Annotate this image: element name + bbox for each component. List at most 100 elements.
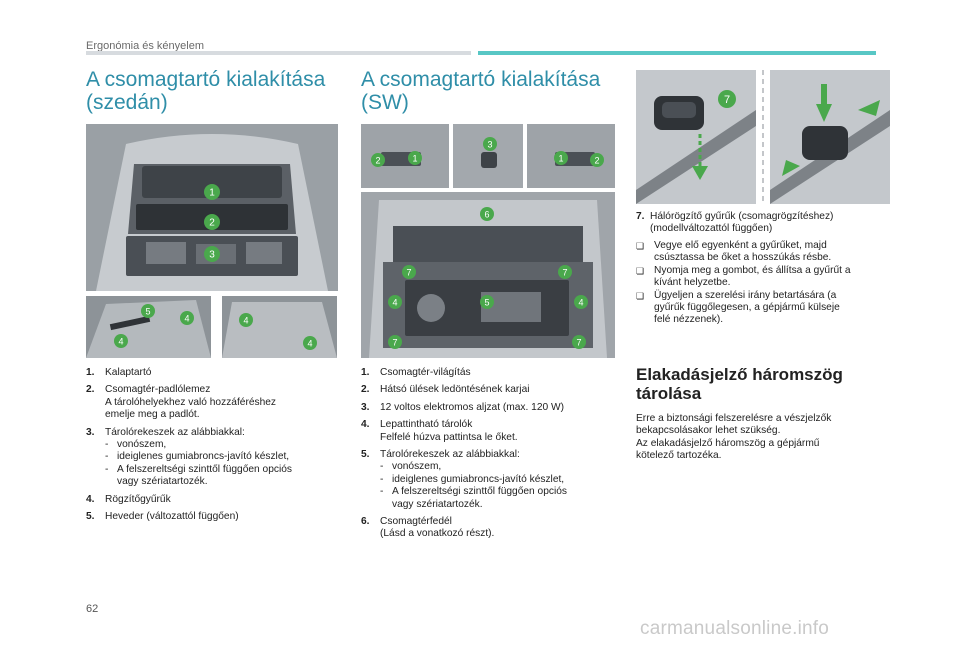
- marker-label: 5: [484, 298, 489, 308]
- item-text: 12 voltos elektromos aljzat (max. 120 W): [380, 401, 565, 413]
- sedan-side-drawing-b: 4 4: [222, 296, 337, 358]
- marker-label: 7: [576, 338, 581, 348]
- item-text: Kalaptartó: [105, 367, 152, 378]
- warning-triangle-heading: Elakadásjelző háromszög tárolása: [636, 365, 898, 403]
- check-icon: ❏: [636, 265, 645, 276]
- paragraph-line: kötelező tartozéka.: [636, 450, 722, 462]
- item-number: 5.: [86, 511, 95, 523]
- bullet-text: Vegye elő egyenként a gyűrűket, majd: [654, 240, 827, 251]
- list-item: 4. Lepattintható tárolók Felfelé húzva p…: [361, 419, 626, 444]
- sw-title: A csomagtartó kialakítása (SW): [361, 68, 621, 114]
- list-item: 5. Tárolórekeszek az alábbiakkal: -vonós…: [361, 449, 626, 511]
- item-number: 2.: [86, 384, 95, 396]
- warning-title-line2: tárolása: [636, 384, 702, 403]
- sedan-side-drawing-a: 5 4 4: [86, 296, 211, 358]
- list-item: 1. Csomagtér-világítás: [361, 367, 626, 379]
- list-item: ❏ Nyomja meg a gombot, és állítsa a gyűr…: [636, 265, 898, 290]
- sw-detail-illustration-c: 1 2: [527, 124, 615, 188]
- sw-title-line2: (SW): [361, 91, 409, 114]
- item-number: 1.: [86, 367, 95, 378]
- list-item: 5. Heveder (változattól függően): [86, 511, 351, 523]
- marker-label: 7: [392, 338, 397, 348]
- section-header: Ergonómia és kényelem: [86, 40, 205, 52]
- list-item: 2. Hátsó ülések ledöntésének karjai: [361, 384, 626, 396]
- item-text: Rögzítőgyűrűk: [105, 493, 171, 505]
- sw-detail-illustration-b: 3: [453, 124, 523, 188]
- bullet-text: kívánt helyzetbe.: [654, 277, 731, 289]
- marker-label: 4: [307, 339, 312, 349]
- item-text: Csomagtér-padlólemez: [105, 384, 211, 396]
- check-icon: ❏: [636, 241, 645, 251]
- item-text: Csomagtérfedél: [380, 516, 452, 528]
- sw-detail-drawing-b: 3: [453, 124, 523, 188]
- list-item: 4. Rögzítőgyűrűk: [86, 494, 351, 506]
- net-ring-drawing: 7: [636, 70, 890, 204]
- item-text: (Lásd a vonatkozó részt).: [380, 528, 495, 540]
- marker-label: 4: [184, 314, 189, 324]
- item-number: 3.: [86, 426, 95, 438]
- marker-label: 2: [594, 156, 599, 166]
- item-text: Csomagtér-világítás: [380, 367, 471, 378]
- sw-detail-drawing-c: 1 2: [527, 124, 615, 188]
- bullet-text: gyűrűk függőlegesen, a gépjármű külseje: [654, 302, 840, 314]
- sub-item-text: vagy szériatartozék.: [392, 498, 483, 510]
- header-divider-grey: [86, 51, 471, 55]
- sw-detail-drawing-a: 2 1: [361, 124, 449, 188]
- sedan-side-illustration-b: 4 4: [222, 296, 337, 358]
- sw-detail-illustration-a: 2 1: [361, 124, 449, 188]
- sedan-title: A csomagtartó kialakítása (szedán): [86, 68, 346, 114]
- marker-label: 5: [145, 307, 150, 317]
- list-item: ❏ Ügyeljen a szerelési irány betartására…: [636, 290, 898, 327]
- paragraph-line: Erre a biztonsági felszerelésre a vészje…: [636, 413, 832, 424]
- marker-label: 3: [209, 250, 215, 261]
- instruction-bullets: ❏ Vegye elő egyenként a gyűrűket, majd c…: [636, 240, 898, 327]
- sedan-title-line1: A csomagtartó kialakítása: [86, 68, 326, 91]
- item-number: 1.: [361, 367, 370, 378]
- sub-item-text: ideiglenes gumiabroncs-javító készlet,: [392, 473, 565, 485]
- item-text: Hátsó ülések ledöntésének karjai: [380, 384, 530, 396]
- item-text: (modellváltozattól függően): [650, 223, 773, 235]
- item-number: 6.: [361, 516, 370, 528]
- item-text: Tárolórekeszek az alábbiakkal:: [105, 426, 245, 438]
- marker-label: 2: [209, 218, 215, 229]
- check-icon: ❏: [636, 290, 645, 301]
- warning-title-line1: Elakadásjelző háromszög: [636, 365, 843, 384]
- header-divider-teal: [478, 51, 876, 55]
- bullet-text: Nyomja meg a gombot, és állítsa a gyűrűt…: [654, 264, 851, 276]
- marker-label: 7: [724, 94, 730, 106]
- item-text: emelje meg a padlót.: [105, 409, 200, 421]
- marker-label: 4: [392, 298, 397, 308]
- sub-item-text: vagy szériatartozék.: [117, 476, 208, 488]
- sub-item-text: vonószem,: [117, 439, 167, 451]
- item-number: 7.: [636, 211, 645, 222]
- list-item: ❏ Vegye elő egyenként a gyűrűket, majd c…: [636, 240, 898, 265]
- item-text: Tárolórekeszek az alábbiakkal:: [380, 449, 520, 461]
- bullet-text: csúsztassa be őket a hosszúkás résbe.: [654, 252, 832, 264]
- sedan-title-line2: (szedán): [86, 91, 168, 114]
- marker-label: 4: [578, 298, 583, 308]
- marker-label: 1: [412, 154, 417, 164]
- sub-item-text: vonószem,: [392, 461, 442, 473]
- sw-trunk-illustration: 6 7 7 4 5 4 7 7: [361, 192, 615, 358]
- item-number: 3.: [361, 401, 370, 413]
- sub-item-text: ideiglenes gumiabroncs-javító készlet,: [117, 451, 290, 463]
- marker-label: 6: [484, 210, 489, 220]
- item-number: 4.: [361, 419, 370, 431]
- item-number: 4.: [86, 493, 95, 505]
- item-number: 2.: [361, 384, 370, 396]
- bullet-text: felé nézzenek).: [654, 314, 724, 326]
- page-number: 62: [86, 603, 99, 615]
- sedan-trunk-illustration: 1 2 3: [86, 124, 338, 291]
- paragraph-line: bekapcsolásakor lehet szükség.: [636, 425, 781, 437]
- marker-label: 1: [209, 188, 215, 199]
- marker-label: 7: [406, 268, 411, 278]
- item-number: 5.: [361, 449, 370, 461]
- paragraph-line: Az elakadásjelző háromszög a gépjármű: [636, 437, 820, 449]
- item-text: Hálórögzítő gyűrűk (csomagrögzítéshez): [650, 211, 834, 222]
- marker-label: 3: [487, 140, 492, 150]
- list-item: 3. 12 voltos elektromos aljzat (max. 120…: [361, 402, 626, 414]
- sedan-trunk-drawing: 1 2 3: [86, 124, 338, 291]
- marker-label: 2: [375, 156, 380, 166]
- list-item: 6. Csomagtérfedél (Lásd a vonatkozó rész…: [361, 516, 626, 541]
- list-item: 1. Kalaptartó: [86, 367, 351, 379]
